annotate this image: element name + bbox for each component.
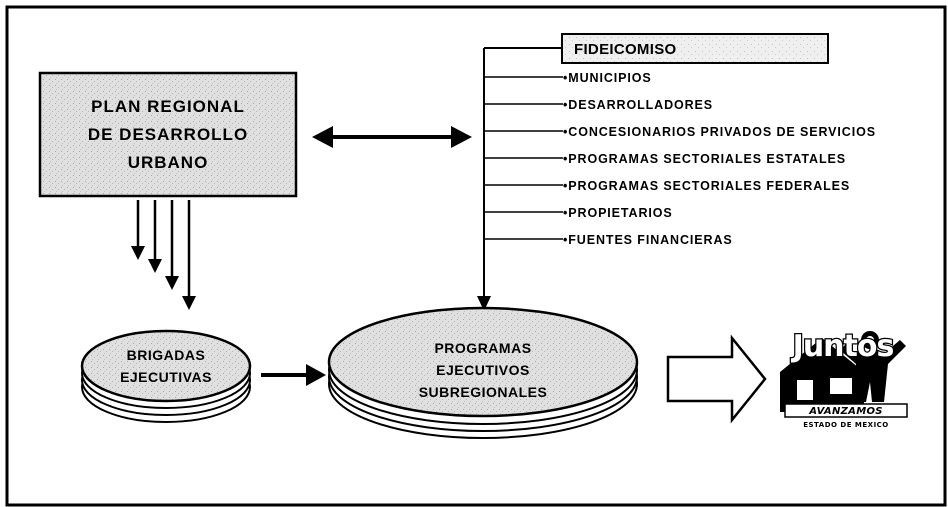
plan-regional-line3: URBANO [128, 153, 209, 172]
juntos-logo: Juntos AVANZAMOS ESTADO DE MEXICO [780, 328, 908, 429]
logo-sub1: AVANZAMOS [808, 406, 883, 417]
plan-regional-line1: PLAN REGIONAL [91, 97, 245, 116]
participant-item: •PROPIETARIOS [563, 206, 673, 220]
block-arrow [666, 334, 767, 424]
brigadas-line2: EJECUTIVAS [120, 369, 212, 385]
participant-item: •MUNICIPIOS [563, 71, 652, 85]
outer-frame [5, 5, 947, 507]
plan-regional-box: PLAN REGIONAL DE DESARROLLO URBANO [38, 71, 298, 198]
plan-to-brigadas-arrows [131, 200, 196, 310]
programas-line1: PROGRAMAS [434, 340, 531, 356]
double-arrow [312, 126, 472, 148]
brigadas-to-programas-arrow [261, 364, 326, 386]
brigadas-line1: BRIGADAS [127, 347, 206, 363]
brigadas-disk-stack: BRIGADAS EJECUTIVAS [80, 329, 252, 423]
participant-item: •CONCESIONARIOS PRIVADOS DE SERVICIOS [563, 125, 876, 139]
programas-line2: EJECUTIVOS [436, 362, 530, 378]
participant-item: •PROGRAMAS SECTORIALES ESTATALES [563, 152, 846, 166]
logo-sub2: ESTADO DE MEXICO [803, 421, 889, 429]
fideicomiso-box: FIDEICOMISO [561, 33, 829, 64]
logo-word: Juntos [791, 329, 894, 364]
participant-item: •DESARROLLADORES [563, 98, 713, 112]
participant-item: •FUENTES FINANCIERAS [563, 233, 733, 247]
participant-item: •PROGRAMAS SECTORIALES FEDERALES [563, 179, 850, 193]
fideicomiso-label: FIDEICOMISO [574, 41, 677, 58]
participants-bracket [477, 47, 563, 311]
programas-line3: SUBREGIONALES [419, 384, 548, 400]
participants-list: •MUNICIPIOS •DESARROLLADORES •CONCESIONA… [563, 71, 876, 247]
plan-regional-line2: DE DESARROLLO [88, 125, 248, 144]
programas-disk-stack: PROGRAMAS EJECUTIVOS SUBREGIONALES [327, 306, 639, 439]
